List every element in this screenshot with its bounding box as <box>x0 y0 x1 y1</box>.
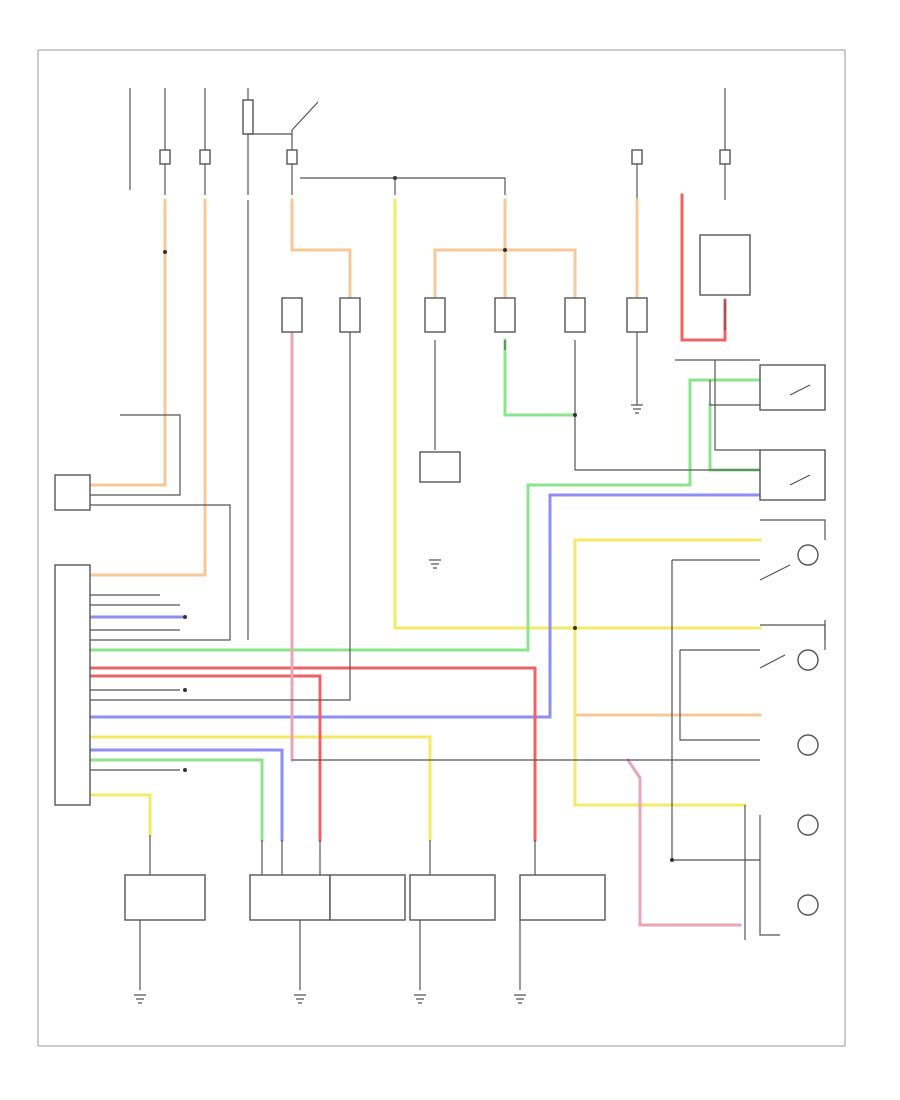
wire-yellow-3 <box>88 793 152 837</box>
seat-switch-5 <box>519 874 606 921</box>
ground-5 <box>429 559 441 569</box>
wire-red-1 <box>88 666 537 842</box>
seat-switch-2 <box>249 874 331 921</box>
wire-blue-3 <box>88 748 284 842</box>
lamp-3 <box>797 734 819 756</box>
seat-switch-3 <box>329 874 406 921</box>
seat-switches <box>124 835 746 990</box>
wire-orange-1 <box>88 198 167 487</box>
wire-yellow-5 <box>573 538 747 807</box>
ground-3 <box>414 994 426 1004</box>
wire-yellow-1 <box>393 198 762 630</box>
seat-switch-4 <box>409 874 496 921</box>
green-wires <box>88 338 762 842</box>
wire-green-2 <box>503 338 577 417</box>
right-switch-1 <box>759 364 826 411</box>
gray-wires <box>90 200 826 936</box>
module-left <box>54 474 91 511</box>
ground-1 <box>134 994 146 1004</box>
wire-orange-3 <box>290 198 352 302</box>
top-feed-wires <box>129 88 726 200</box>
switch-6 <box>626 297 648 333</box>
relay-module <box>419 451 461 483</box>
right-switch-2 <box>759 449 826 501</box>
wire-orange-4 <box>433 198 507 302</box>
switch-1 <box>281 297 303 333</box>
fuse-symbols <box>159 99 731 165</box>
right-switches <box>759 364 826 669</box>
heater-switch <box>699 234 751 296</box>
lamp-4 <box>797 814 819 836</box>
switch-2 <box>339 297 361 333</box>
lamp-1 <box>797 544 819 566</box>
wire-orange-5 <box>503 248 577 302</box>
switch-3 <box>424 297 446 333</box>
wire-green-4 <box>708 403 762 472</box>
lamps <box>760 519 826 916</box>
lamp-2 <box>797 649 819 671</box>
switch-4 <box>494 297 516 333</box>
junction-dots <box>163 176 674 862</box>
wire-green-3 <box>88 758 264 842</box>
ground-4 <box>514 994 526 1004</box>
red-wires <box>88 193 742 927</box>
ground-2 <box>294 994 306 1004</box>
wire-yellow-2 <box>88 735 432 842</box>
switch-5 <box>564 297 586 333</box>
diagram-frame <box>37 49 846 1047</box>
connector-block-left <box>54 564 91 806</box>
wire-green-1 <box>88 378 762 652</box>
wire-pink-2 <box>625 757 742 927</box>
wire-blue-2 <box>88 493 762 719</box>
ground-6 <box>631 404 643 414</box>
upper-switches <box>281 234 751 483</box>
wire-orange-2 <box>88 198 207 577</box>
wire-orange-8 <box>573 626 762 717</box>
grounds <box>134 404 643 1004</box>
yellow-wires <box>88 198 762 842</box>
wire-red-2 <box>88 674 322 842</box>
lamp-5 <box>797 894 819 916</box>
seat-switch-1 <box>124 874 206 921</box>
